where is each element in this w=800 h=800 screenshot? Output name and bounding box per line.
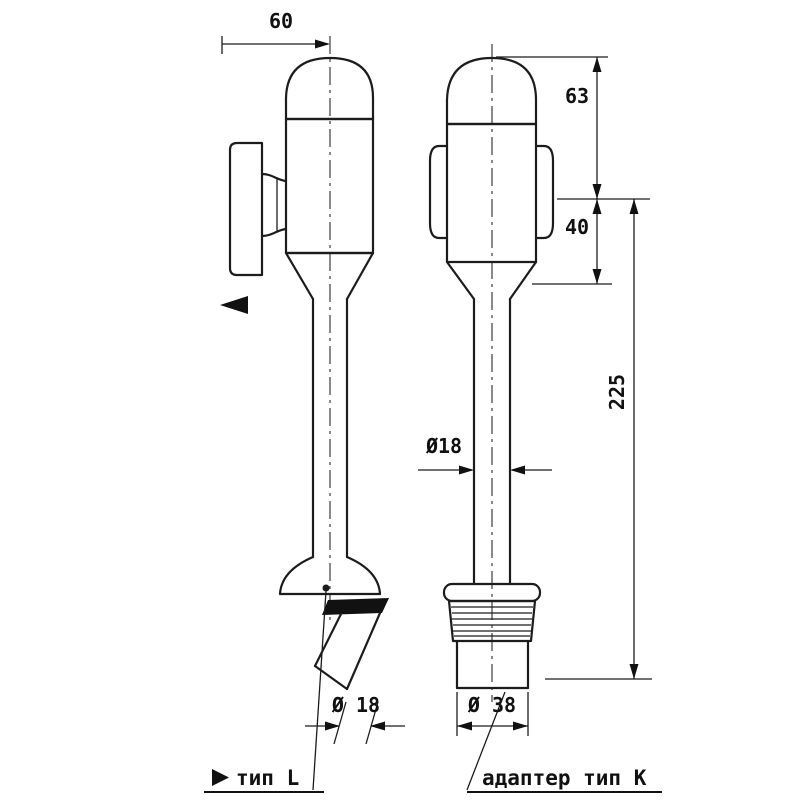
dim-225-label: 225: [605, 374, 629, 410]
left-shoulder: [284, 251, 375, 301]
dimension-dia18-tube: Ø18: [418, 434, 552, 475]
left-spout: [313, 611, 382, 691]
right-body: [445, 122, 538, 264]
left-cap: [284, 56, 375, 121]
dimension-dia38: Ø 38: [456, 692, 529, 736]
label-type-l-group: тип L: [204, 590, 327, 793]
dim-63-label: 63: [565, 84, 589, 108]
leader-type-l: [312, 590, 327, 791]
flow-arrow-icon: [220, 296, 248, 314]
dimension-225: 225: [545, 199, 652, 680]
right-shoulder: [445, 260, 538, 301]
dimension-63: 63: [496, 56, 608, 199]
dim-dia38-label: Ø 38: [467, 693, 516, 717]
dimension-dia18-spout: Ø 18: [305, 693, 405, 745]
outlet-seal: [322, 598, 389, 615]
dim-60-label: 60: [269, 9, 293, 33]
inlet-connection: [228, 141, 288, 277]
label-type-k: адаптер тип K: [482, 766, 647, 790]
dim-40-label: 40: [565, 215, 589, 239]
valve-right-view: [428, 44, 555, 702]
label-type-l: тип L: [236, 766, 299, 790]
leader-type-k: [466, 691, 506, 791]
adapter-type-k: [455, 639, 530, 690]
right-thread: [447, 599, 537, 643]
right-body-bulge-left: [428, 144, 449, 240]
triangle-icon: [212, 769, 229, 786]
valve-left-view: [278, 36, 389, 691]
dim-dia18-spout-label: Ø 18: [331, 693, 380, 717]
label-type-k-group: адаптер тип K: [466, 691, 662, 793]
leader-dot: [322, 584, 330, 592]
right-body-bulge-right: [534, 144, 555, 240]
right-cap: [445, 56, 538, 126]
dimension-60: 60: [221, 9, 330, 54]
left-bell: [278, 555, 382, 596]
dim-dia18-tube-label: Ø18: [425, 434, 462, 458]
